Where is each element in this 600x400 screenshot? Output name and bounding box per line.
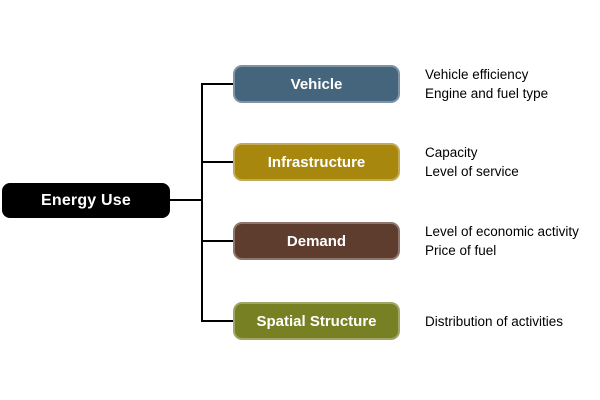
connector-branch-spatial-structure [201,320,234,322]
root-node-label: Energy Use [40,191,132,209]
detail-line: Level of service [425,164,519,179]
branch-details-demand: Level of economic activity Price of fuel [425,222,597,260]
branch-label-vehicle: Vehicle [290,75,343,93]
branch-details-spatial-structure: Distribution of activities [425,302,597,340]
branch-box-infrastructure: Infrastructure [233,143,400,181]
branch-box-vehicle: Vehicle [233,65,400,103]
connector-trunk-vertical [201,83,203,322]
branch-details-vehicle: Vehicle efficiency Engine and fuel type [425,65,597,103]
detail-line: Engine and fuel type [425,86,549,101]
detail-line: Capacity [425,145,478,160]
branch-label-infrastructure: Infrastructure [267,153,366,171]
branch-details-infrastructure: Capacity Level of service [425,143,597,181]
branch-label-spatial-structure: Spatial Structure [256,312,377,330]
detail-line: Price of fuel [425,243,497,258]
detail-line: Distribution of activities [425,313,564,329]
branch-box-demand: Demand [233,222,400,260]
detail-line: Vehicle efficiency [425,67,529,82]
root-node-energy-use: Energy Use [2,183,170,218]
detail-line: Level of economic activity [425,224,579,239]
branch-label-demand: Demand [286,232,347,250]
connector-root-horizontal [170,199,203,201]
connector-branch-demand [201,240,234,242]
connector-branch-infrastructure [201,161,234,163]
connector-branch-vehicle [201,83,234,85]
branch-box-spatial-structure: Spatial Structure [233,302,400,340]
